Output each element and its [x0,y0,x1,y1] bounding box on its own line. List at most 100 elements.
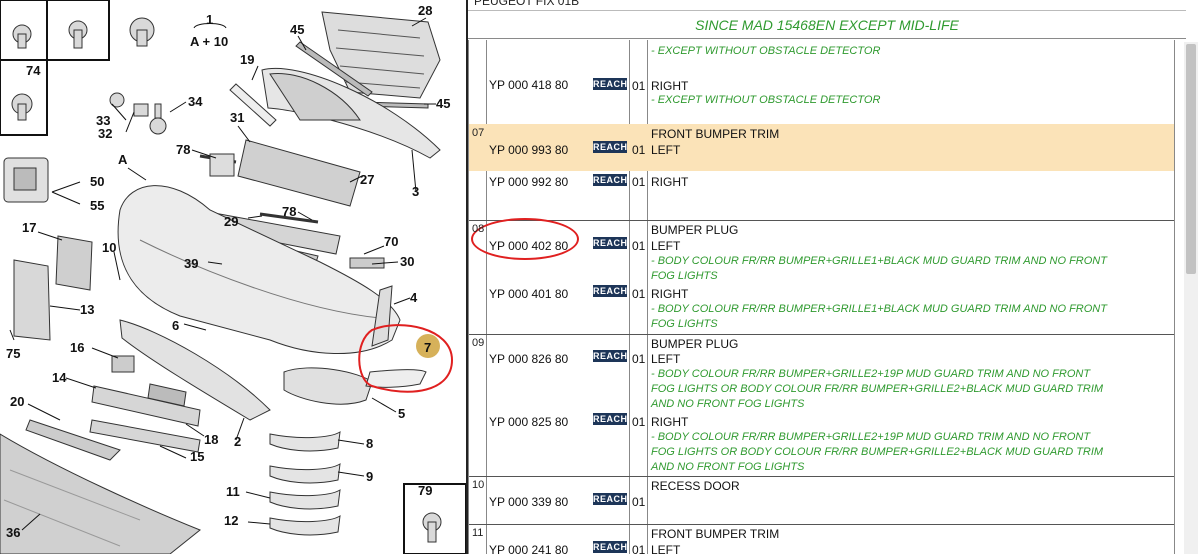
table-row-group-08[interactable]: 08 BUMPER PLUG YP 000 402 80 REACH 01 LE… [469,220,1174,335]
part-number[interactable]: YP 000 241 80 [489,543,569,554]
callout-label[interactable]: 10 [102,240,116,255]
panel-divider[interactable] [466,0,468,554]
callout-label[interactable]: 15 [190,449,204,464]
callout-label[interactable]: 5 [398,406,405,421]
callout-label[interactable]: 6 [172,318,179,333]
line-name: LEFT [651,352,681,366]
quantity: 01 [632,543,646,554]
callout-label[interactable]: 29 [224,214,238,229]
callout-label[interactable]: 70 [384,234,398,249]
callout-label[interactable]: 17 [22,220,36,235]
callout-label[interactable]: 19 [240,52,254,67]
table-row-group-07[interactable]: 07 FRONT BUMPER TRIM YP 000 993 80 REACH… [469,124,1174,260]
callout-label[interactable]: 32 [98,126,112,141]
callout-label[interactable]: 1 [206,12,213,27]
line-note: FOG LIGHTS [651,318,718,330]
callout-label[interactable]: 13 [80,302,94,317]
callout-label[interactable]: 50 [90,174,104,189]
reach-badge[interactable]: REACH [593,493,628,505]
callout-label[interactable]: 4 [410,290,418,305]
callout-label[interactable]: 75 [6,346,20,361]
callout-label[interactable]: 12 [224,513,238,528]
line-note: - EXCEPT WITHOUT OBSTACLE DETECTOR [651,45,881,57]
quantity: 01 [632,143,646,157]
group-number: 10 [472,479,485,491]
callout-label[interactable]: 34 [188,94,203,109]
callout-label[interactable]: 8 [366,436,373,451]
line-note: - BODY COLOUR FR/RR BUMPER+GRILLE1+BLACK… [651,303,1107,315]
parts-list-panel: PEUGEOT FIX 01B SINCE MAD 15468EN EXCEPT… [468,0,1200,554]
group-number: 09 [472,337,485,349]
quantity: 01 [632,79,646,93]
reach-badge[interactable]: REACH [593,285,628,297]
part-number[interactable]: YP 000 401 80 [489,287,569,301]
line-name: LEFT [651,543,681,554]
reach-badge[interactable]: REACH [593,141,628,153]
reach-badge[interactable]: REACH [593,541,628,553]
callout-label[interactable]: 7 [424,340,431,355]
line-note: AND NO FRONT FOG LIGHTS [651,461,805,473]
line-note: FOG LIGHTS [651,270,718,282]
group-number: 08 [472,223,485,235]
callout-label[interactable]: 31 [230,110,244,125]
line-name: RIGHT [651,287,689,301]
table-row-group-10[interactable]: 10 RECESS DOOR YP 000 339 80 REACH 01 [469,476,1174,525]
callout-label[interactable]: 78 [176,142,190,157]
callout-label[interactable]: 33 [96,113,110,128]
part-number[interactable]: YP 000 339 80 [489,495,569,509]
since-header: SINCE MAD 15468EN EXCEPT MID-LIFE [468,12,1186,39]
callout-label[interactable]: 78 [282,204,296,219]
callout-label[interactable]: 2 [234,434,241,449]
part-number[interactable]: YP 000 992 80 [489,175,569,189]
callout-label[interactable]: 9 [366,469,373,484]
table-row-group-09[interactable]: 09 BUMPER PLUG YP 000 826 80 REACH 01 LE… [469,334,1174,477]
line-note: - BODY COLOUR FR/RR BUMPER+GRILLE2+19P M… [651,368,1091,380]
callout-label[interactable]: 18 [204,432,218,447]
part-number[interactable]: YP 000 993 80 [489,143,569,157]
line-note: AND NO FRONT FOG LIGHTS [651,398,805,410]
callout-label[interactable]: 11 [226,484,240,499]
quantity: 01 [632,415,646,429]
callout-label[interactable]: 79 [418,483,432,498]
panel-top-bar: PEUGEOT FIX 01B [468,0,1186,11]
callout-label[interactable]: 16 [70,340,84,355]
callout-label[interactable]: 28 [418,3,432,18]
scrollbar-thumb[interactable] [1186,44,1196,274]
callout-label[interactable]: 36 [6,525,20,540]
callout-label[interactable]: 74 [26,63,41,78]
reach-badge[interactable]: REACH [593,78,628,90]
parts-table: - EXCEPT WITHOUT OBSTACLE DETECTOR YP 00… [468,40,1175,554]
part-number[interactable]: YP 000 826 80 [489,352,569,366]
callout-label[interactable]: 20 [10,394,24,409]
callout-label[interactable]: 55 [90,198,104,213]
callout-label[interactable]: A [118,152,128,167]
part-number[interactable]: YP 000 825 80 [489,415,569,429]
callout-label[interactable]: 45 [436,96,450,111]
quantity: 01 [632,287,646,301]
line-note: FOG LIGHTS OR BODY COLOUR FR/RR BUMPER+G… [651,383,1104,395]
reach-badge[interactable]: REACH [593,174,628,186]
callout-label[interactable]: 3 [412,184,419,199]
reach-badge[interactable]: REACH [593,350,628,362]
reach-badge[interactable]: REACH [593,413,628,425]
callout-label[interactable]: 14 [52,370,67,385]
callout-label[interactable]: 27 [360,172,374,187]
callout-label[interactable]: 39 [184,256,198,271]
group-number: 07 [472,127,485,139]
reach-badge[interactable]: REACH [593,237,628,249]
table-row-group-11[interactable]: 11 FRONT BUMPER TRIM YP 000 241 80 REACH… [469,524,1174,554]
part-number[interactable]: YP 000 402 80 [489,239,569,253]
red-circle-annotation [471,218,579,260]
quantity: 01 [632,175,646,189]
callout-label[interactable]: A + 10 [190,34,228,49]
group-title: FRONT BUMPER TRIM [651,127,780,141]
line-name: RIGHT [651,415,689,429]
callout-label[interactable]: 30 [400,254,414,269]
table-row[interactable]: - EXCEPT WITHOUT OBSTACLE DETECTOR YP 00… [469,40,1174,125]
part-number[interactable]: YP 000 418 80 [489,78,569,92]
callout-label[interactable]: 45 [290,22,304,37]
group-title: RECESS DOOR [651,479,740,493]
line-note: - BODY COLOUR FR/RR BUMPER+GRILLE2+19P M… [651,431,1091,443]
